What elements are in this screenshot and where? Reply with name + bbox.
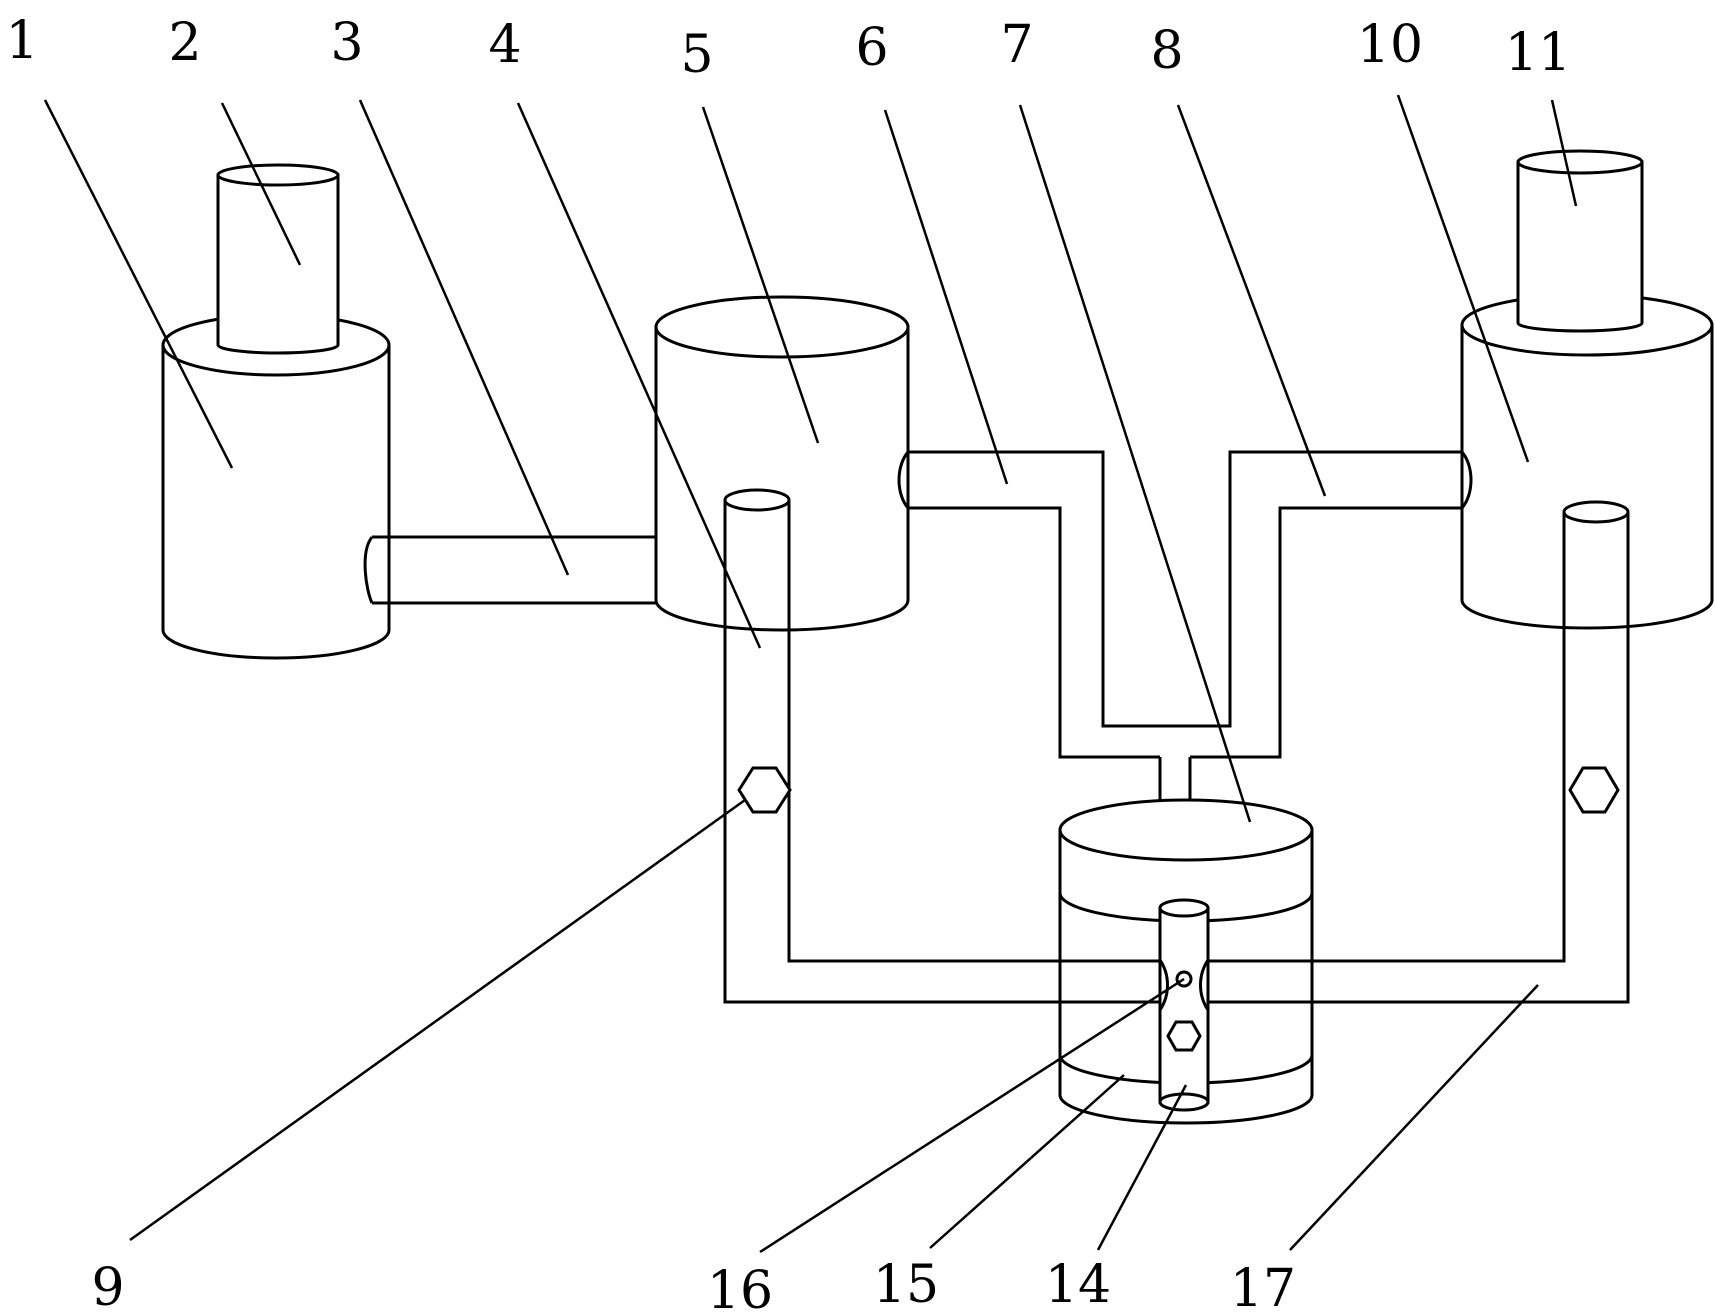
- pipe-6: [897, 450, 1473, 759]
- label-17: 17: [1230, 1259, 1296, 1316]
- label-15: 15: [873, 1255, 939, 1315]
- label-14: 14: [1045, 1255, 1111, 1315]
- valve-right: [1568, 766, 1620, 814]
- outlet-pipe-14: [1158, 898, 1210, 1112]
- label-9: 9: [91, 1258, 124, 1316]
- label-3: 3: [330, 13, 363, 73]
- leader-lines: [43, 94, 1578, 1254]
- label-16: 16: [707, 1261, 773, 1316]
- pipe-2: [216, 163, 340, 355]
- label-7: 7: [1000, 15, 1033, 75]
- tank-10: [1460, 293, 1714, 630]
- pipe-3: [363, 535, 677, 605]
- valve-15: [1166, 1020, 1202, 1052]
- label-4: 4: [488, 15, 521, 75]
- tank-1: [161, 313, 391, 660]
- label-6: 6: [855, 18, 888, 78]
- label-8: 8: [1150, 21, 1183, 81]
- label-1: 1: [5, 11, 38, 71]
- label-5: 5: [680, 25, 713, 85]
- valve-9: [737, 766, 792, 814]
- label-10: 10: [1357, 15, 1423, 75]
- pipe-17: [1198, 500, 1630, 1004]
- pipe-11: [1516, 149, 1644, 333]
- tank-5: [654, 295, 910, 632]
- label-2: 2: [168, 13, 201, 73]
- pipe-4: [723, 488, 1168, 1004]
- label-11: 11: [1505, 23, 1571, 83]
